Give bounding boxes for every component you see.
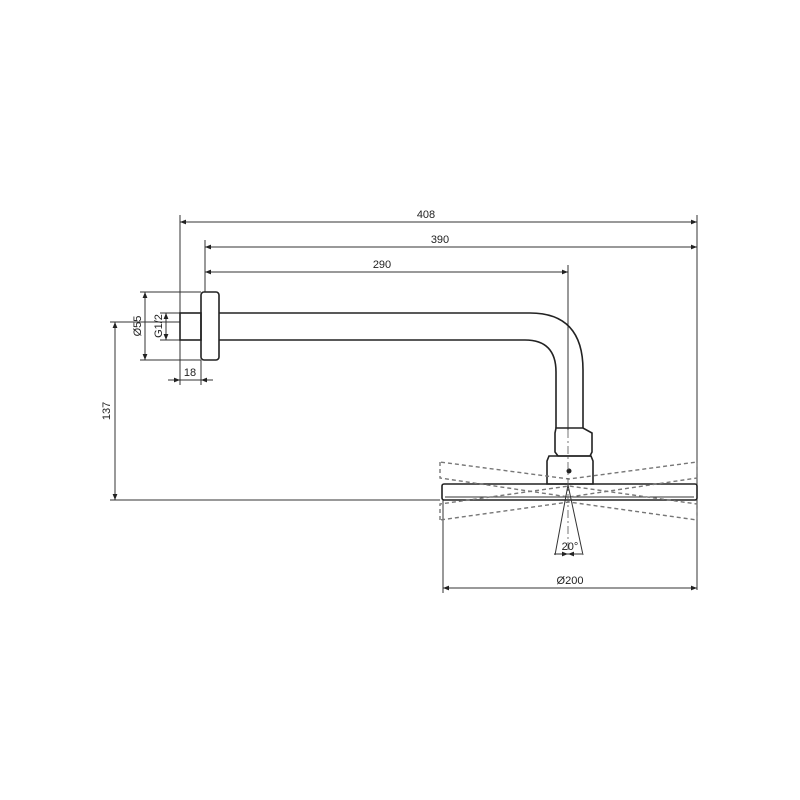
- arm-pipe: [219, 312, 584, 428]
- label-290: 290: [373, 259, 391, 271]
- tilt-outlines: [439, 461, 698, 521]
- wall-flange: [200, 291, 220, 361]
- thread-nipple: [179, 312, 202, 341]
- label-390: 390: [431, 234, 449, 246]
- extension-lines: [110, 215, 698, 593]
- angle-cone: [554, 484, 584, 556]
- label-18: 18: [184, 367, 196, 379]
- label-55: Ø55: [132, 316, 144, 337]
- shower-arm: [179, 291, 698, 501]
- label-200: Ø200: [557, 575, 584, 587]
- label-408: 408: [417, 209, 435, 221]
- label-137: 137: [101, 402, 113, 420]
- pivot-point: [566, 468, 572, 474]
- dimension-lines: [112, 219, 697, 591]
- shower-head: [441, 483, 698, 501]
- label-g12: G1/2: [153, 314, 165, 338]
- label-20-deg: 20°: [562, 541, 579, 553]
- swivel-nut: [554, 427, 593, 457]
